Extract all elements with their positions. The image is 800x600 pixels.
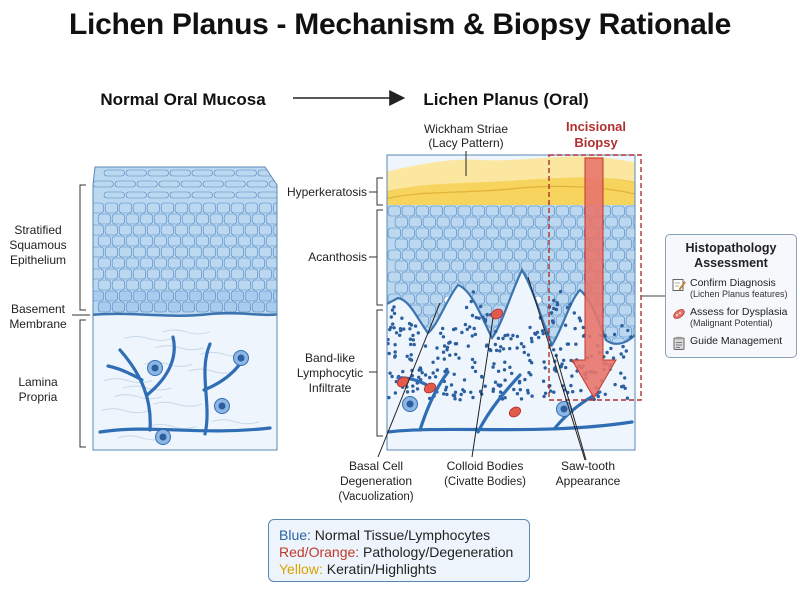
label-wickham: Wickham Striae: [424, 122, 508, 136]
label-acanthosis: Acanthosis: [308, 250, 367, 264]
legend-row-blue: Blue: Normal Tissue/Lymphocytes: [279, 527, 491, 543]
color-legend: Blue: Normal Tissue/Lymphocytes Red/Oran…: [268, 519, 530, 582]
label-degeneration: Degeneration: [340, 474, 412, 488]
lp-tissue-block: [387, 155, 635, 450]
histopathology-panel: Histopathology Assessment Confirm Diagno…: [665, 234, 797, 358]
label-lymphocytic: Lymphocytic: [297, 366, 363, 380]
label-bandlike: Band-like: [305, 351, 355, 365]
label-epithelium: Epithelium: [10, 253, 66, 267]
pill-icon: [673, 309, 685, 319]
label-colloid-bodies: Colloid Bodies: [447, 459, 524, 473]
legend-row-yellow: Yellow: Keratin/Highlights: [279, 561, 437, 577]
biopsy-arrow: [571, 157, 617, 399]
histo-item-manage: Guide Management: [672, 335, 796, 350]
label-civatte: (Civatte Bodies): [444, 476, 526, 488]
label-vacuolization: (Vacuolization): [338, 491, 413, 503]
label-sawtooth: Saw-tooth: [561, 459, 615, 473]
legend-row-red: Red/Orange: Pathology/Degeneration: [279, 544, 514, 560]
biopsy-label-line2: Biopsy: [574, 135, 618, 150]
clipboard-icon: [673, 336, 685, 350]
pencil-note-icon: [672, 279, 686, 291]
normal-heading: Normal Oral Mucosa: [100, 90, 266, 109]
label-lamina: Lamina: [18, 375, 58, 389]
lp-heading: Lichen Planus (Oral): [423, 90, 588, 109]
histo-item-confirm: Confirm Diagnosis (Lichen Planus feature…: [672, 277, 796, 300]
page-title: Lichen Planus - Mechanism & Biopsy Ratio…: [69, 8, 731, 41]
histo-item-dysplasia: Assess for Dysplasia (Malignant Potentia…: [672, 306, 796, 329]
label-squamous: Squamous: [9, 238, 66, 252]
label-stratified: Stratified: [14, 223, 61, 237]
normal-tissue-block: [93, 167, 277, 450]
label-propria: Propria: [19, 390, 58, 404]
label-membrane: Membrane: [9, 317, 67, 331]
label-basal-cell: Basal Cell: [349, 459, 403, 473]
biopsy-label-line1: Incisional: [566, 119, 626, 134]
label-basement: Basement: [11, 302, 66, 316]
label-appearance: Appearance: [556, 474, 621, 488]
histo-title: Histopathology Assessment: [685, 241, 777, 270]
label-lacy-pattern: (Lacy Pattern): [428, 136, 503, 150]
label-infiltrate: Infiltrate: [309, 381, 352, 395]
label-hyperkeratosis: Hyperkeratosis: [287, 185, 367, 199]
